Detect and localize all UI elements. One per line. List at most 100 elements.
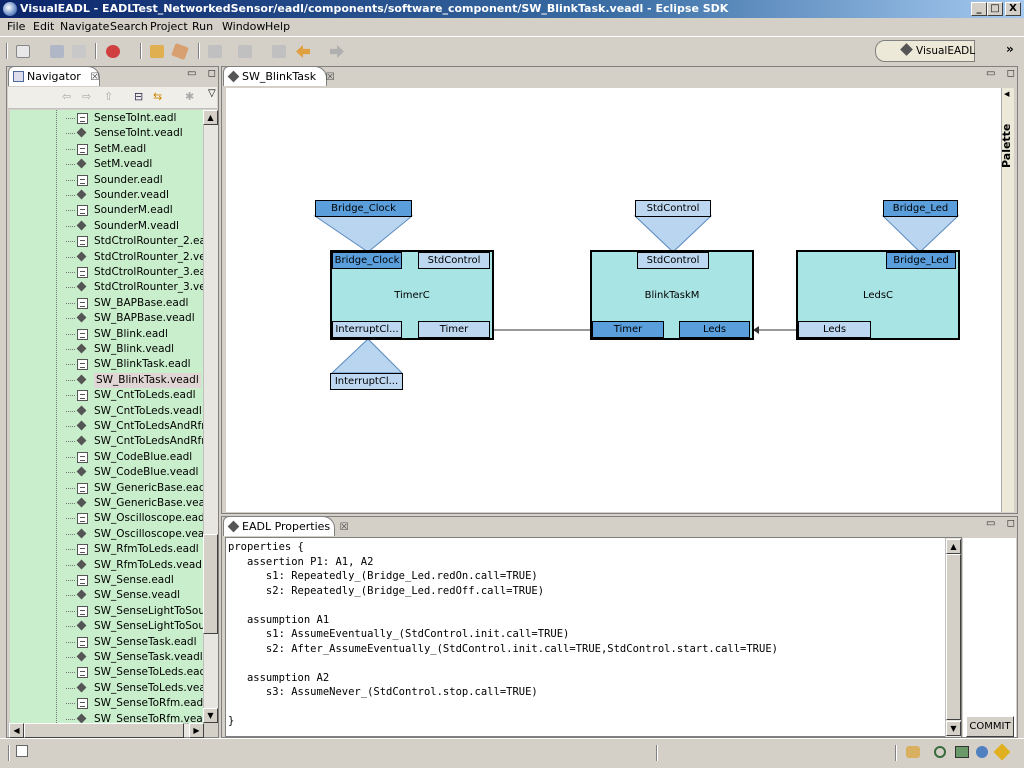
tree-file-item[interactable]: SW_CodeBlue.eadl: [10, 450, 203, 465]
filter-icon[interactable]: ✱: [185, 90, 195, 103]
tasks-icon[interactable]: [993, 743, 1011, 761]
tree-file-item[interactable]: SW_BAPBase.eadl: [10, 296, 203, 311]
commit-button[interactable]: COMMIT: [966, 716, 1014, 737]
menu-help[interactable]: Help: [265, 20, 291, 33]
tree-file-item[interactable]: SW_SenseTask.veadl: [10, 650, 203, 665]
debug-icon[interactable]: [106, 45, 120, 58]
collapse-all-icon[interactable]: ⊟: [134, 90, 144, 103]
port-interruptcl[interactable]: InterruptCl...: [332, 321, 402, 338]
tree-file-item[interactable]: SW_BAPBase.veadl: [10, 311, 203, 326]
tree-file-item[interactable]: SW_CntToLedsAndRfmapp: [10, 434, 203, 449]
tab-eadl-properties[interactable]: EADL Properties ☒: [223, 516, 349, 536]
palette-collapse-icon[interactable]: ◀: [1004, 90, 1010, 98]
port-leds[interactable]: Leds: [679, 321, 750, 338]
tree-file-item[interactable]: SW_RfmToLeds.veadl: [10, 558, 203, 573]
tree-file-item[interactable]: SW_Oscilloscope.veadl: [10, 527, 203, 542]
tree-file-item[interactable]: StdCtrolRounter_2.veadl: [10, 250, 203, 265]
tree-file-item[interactable]: SW_SenseLightToSounder.: [10, 604, 203, 619]
tree-file-item[interactable]: SW_SenseToLeds.veadl: [10, 681, 203, 696]
menu-navigate[interactable]: Navigate: [60, 20, 110, 33]
up-icon[interactable]: ⇧: [104, 90, 114, 103]
menu-project[interactable]: Project: [150, 20, 188, 33]
maximize-button[interactable]: □: [987, 2, 1003, 16]
tab-sw-blinktask[interactable]: SW_BlinkTask ☒: [223, 66, 335, 86]
tree-file-item[interactable]: SW_SenseToLeds.eadl: [10, 665, 203, 680]
scroll-thumb[interactable]: [24, 723, 184, 738]
external-port-stdcontrol[interactable]: StdControl: [635, 200, 711, 217]
tree-file-item[interactable]: SW_CntToLeds.veadl: [10, 404, 203, 419]
menu-file[interactable]: File: [7, 20, 26, 33]
menu-search[interactable]: Search: [110, 20, 148, 33]
forward-arrow-icon[interactable]: [330, 45, 344, 58]
component-blinktaskm[interactable]: BlinkTaskM StdControl Timer Leds: [590, 250, 754, 340]
tree-file-item[interactable]: SW_BlinkTask.veadl: [10, 372, 203, 388]
tree-file-item[interactable]: SW_GenericBase.eadl: [10, 481, 203, 496]
scroll-up-arrow-icon[interactable]: ▲: [203, 110, 218, 125]
component-ledsc[interactable]: LedsC Bridge_Led Leds: [796, 250, 960, 340]
trim-stack-icon[interactable]: [906, 746, 920, 758]
tree-file-item[interactable]: SW_SenseLightToSounder.: [10, 619, 203, 634]
tree-file-item[interactable]: SounderM.veadl: [10, 219, 203, 234]
port-timer[interactable]: Timer: [592, 321, 664, 338]
fast-view-icon[interactable]: [16, 745, 28, 757]
close-icon[interactable]: ☒: [325, 72, 335, 83]
tab-navigator[interactable]: Navigator ☒: [8, 66, 100, 86]
tree-file-item[interactable]: SW_SenseToRfm.eadl: [10, 696, 203, 711]
minimize-button[interactable]: _: [971, 2, 987, 16]
tree-file-item[interactable]: SW_Oscilloscope.eadl: [10, 511, 203, 526]
port-stdcontrol[interactable]: StdControl: [418, 252, 490, 269]
new-icon[interactable]: [16, 45, 30, 58]
tree-file-item[interactable]: SW_CntToLeds.eadl: [10, 388, 203, 403]
tree-file-item[interactable]: SounderM.eadl: [10, 203, 203, 218]
tree-file-item[interactable]: SW_Blink.eadl: [10, 327, 203, 342]
menu-run[interactable]: Run: [192, 20, 214, 33]
properties-minimize-maximize[interactable]: ▭ ◻: [986, 518, 1019, 529]
external-port-interruptcl[interactable]: InterruptCl...: [330, 373, 403, 390]
tree-file-item[interactable]: StdCtrolRounter_2.eadl: [10, 234, 203, 249]
external-port-bridge-clock[interactable]: Bridge_Clock: [315, 200, 412, 217]
edit-pencil-icon[interactable]: [171, 42, 189, 61]
previous-annotation-icon[interactable]: [238, 45, 252, 58]
back-arrow-icon[interactable]: [296, 45, 310, 58]
back-icon[interactable]: ⇦: [62, 90, 72, 103]
perspective-switcher[interactable]: VisualEADL: [875, 40, 975, 62]
view-menu-chevron-down-icon[interactable]: ▽: [208, 88, 216, 99]
open-folder-icon[interactable]: [150, 45, 164, 58]
menu-edit[interactable]: Edit: [33, 20, 55, 33]
component-timerc[interactable]: TimerC Bridge_Clock StdControl Interrupt…: [330, 250, 494, 340]
tree-file-item[interactable]: SW_CntToLedsAndRfmapp: [10, 419, 203, 434]
palette-sidebar[interactable]: ◀: [1001, 88, 1014, 512]
link-with-editor-icon[interactable]: ⇆: [153, 90, 163, 103]
tree-file-item[interactable]: SW_GenericBase.veadl: [10, 496, 203, 511]
scroll-left-arrow-icon[interactable]: ◀: [9, 723, 24, 738]
port-bridge-led[interactable]: Bridge_Led: [886, 252, 956, 269]
tree-file-item[interactable]: SW_Sense.eadl: [10, 573, 203, 588]
component-diagram-canvas[interactable]: Bridge_Clock StdControl Bridge_Led Inter…: [226, 88, 1001, 512]
scroll-thumb[interactable]: [946, 554, 961, 720]
close-window-button[interactable]: X: [1005, 2, 1021, 16]
print-icon[interactable]: [72, 45, 86, 58]
port-bridge-clock[interactable]: Bridge_Clock: [332, 252, 402, 269]
tree-file-item[interactable]: Sounder.veadl: [10, 188, 203, 203]
tree-file-item[interactable]: StdCtrolRounter_3.veadl: [10, 280, 203, 295]
navigator-minimize-maximize[interactable]: ▭ ◻: [187, 68, 220, 79]
navigator-vertical-scrollbar[interactable]: ▲ ▼: [203, 110, 218, 723]
tree-file-item[interactable]: StdCtrolRounter_3.eadl: [10, 265, 203, 280]
port-leds[interactable]: Leds: [798, 321, 871, 338]
menu-window[interactable]: Window: [222, 20, 266, 33]
close-icon[interactable]: ☒: [339, 522, 349, 533]
tree-file-item[interactable]: SW_BlinkTask.eadl: [10, 357, 203, 372]
tree-file-item[interactable]: SW_SenseTask.eadl: [10, 635, 203, 650]
tree-file-item[interactable]: SetM.veadl: [10, 157, 203, 172]
navigator-horizontal-scrollbar[interactable]: ◀ ▶: [8, 723, 204, 738]
properties-vertical-scrollbar[interactable]: ▲ ▼: [945, 538, 961, 737]
scroll-right-arrow-icon[interactable]: ▶: [189, 723, 204, 738]
search-icon[interactable]: [934, 746, 946, 758]
scroll-thumb[interactable]: [203, 534, 218, 634]
port-stdcontrol[interactable]: StdControl: [637, 252, 709, 269]
team-icon[interactable]: [976, 746, 988, 758]
tree-file-item[interactable]: SW_CodeBlue.veadl: [10, 465, 203, 480]
tree-file-item[interactable]: SW_SenseToRfm.veadl: [10, 712, 203, 723]
tree-file-item[interactable]: SW_Sense.veadl: [10, 588, 203, 603]
last-edit-icon[interactable]: [272, 45, 286, 58]
